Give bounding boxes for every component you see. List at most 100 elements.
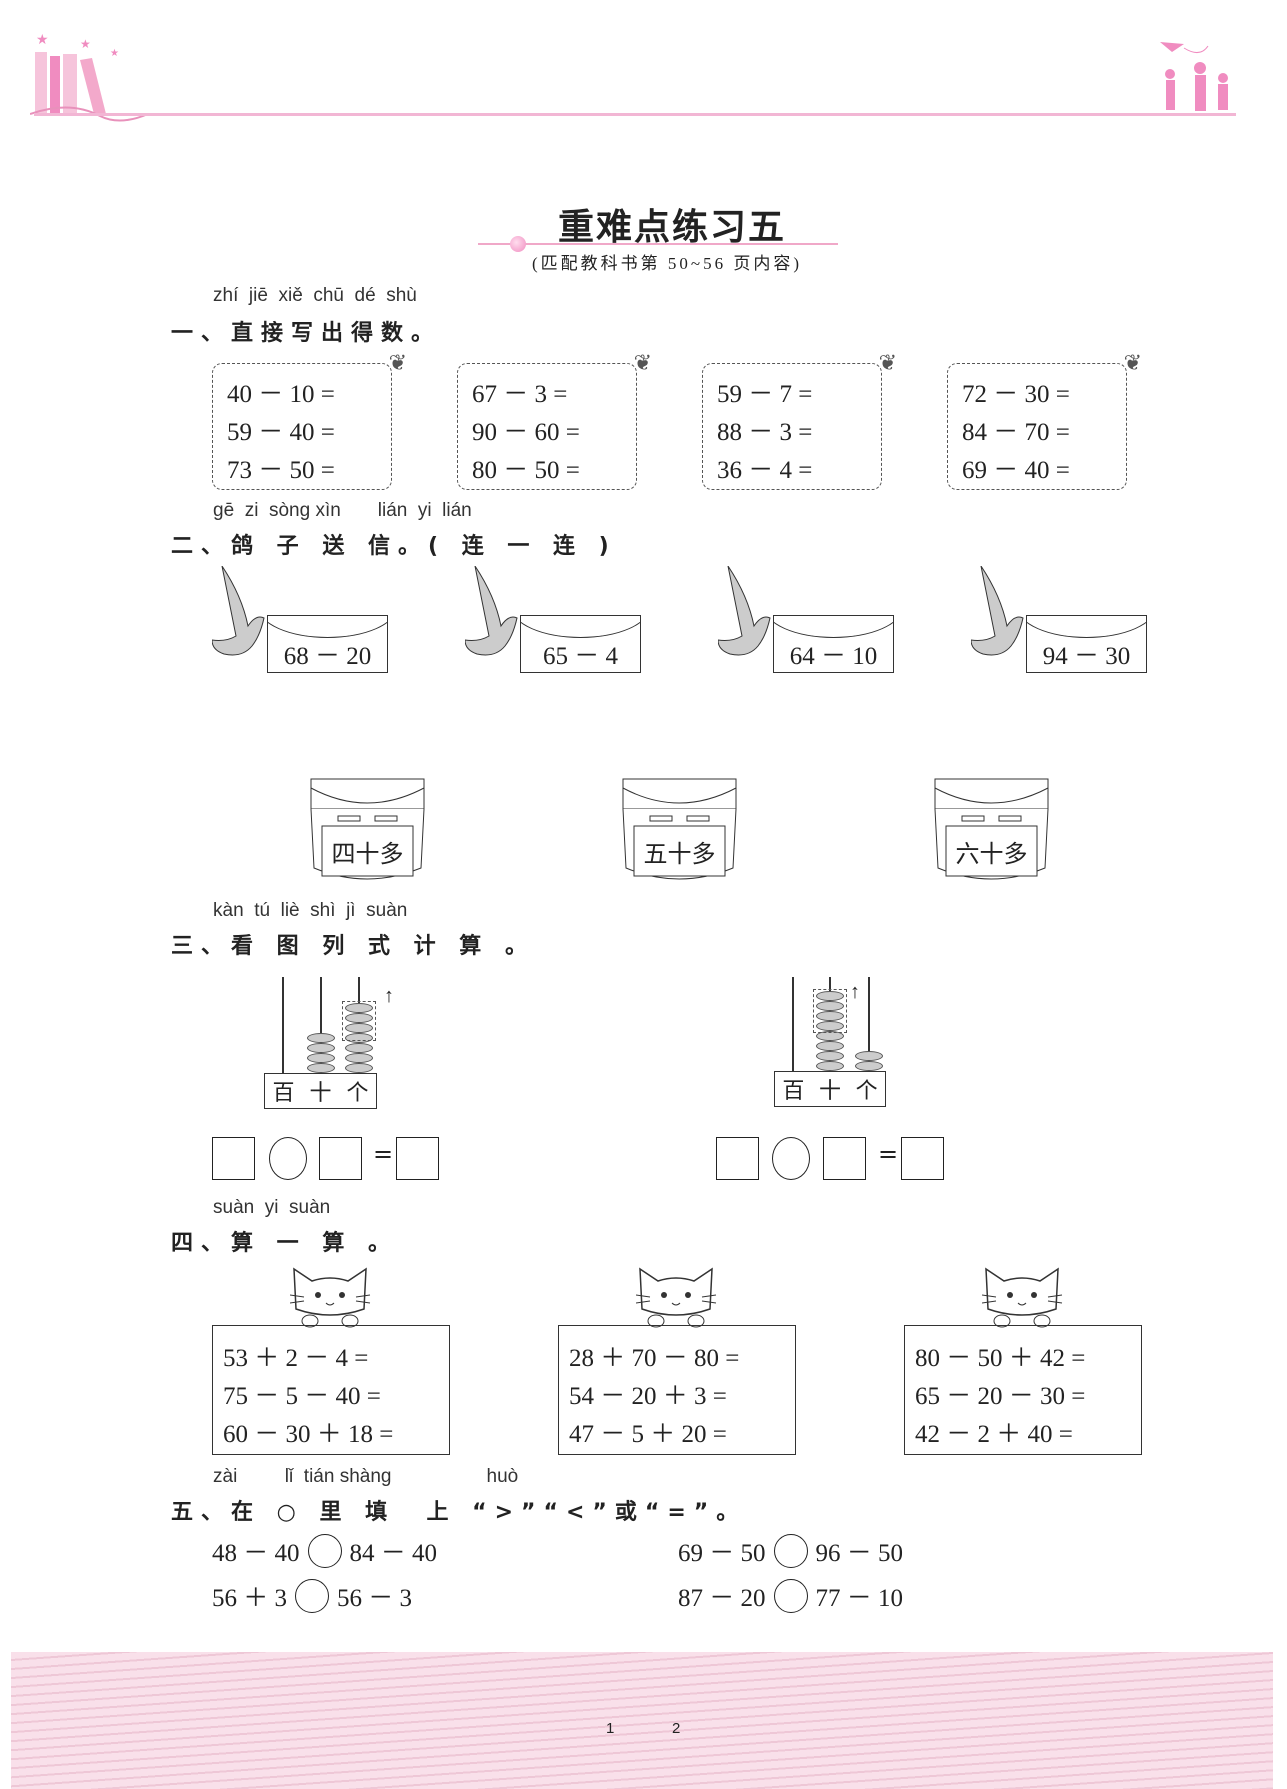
pigeon-icon [465,566,518,656]
compare-circle[interactable] [307,1534,342,1568]
s1-problem[interactable]: 36 － 4 = [717,457,813,484]
place-label: 个 [346,1080,369,1105]
cat-icon [636,1268,717,1328]
s4-problem[interactable]: 42 － 2 ＋ 40 = [915,1421,1073,1448]
title-underline [478,243,838,245]
s1-problem[interactable]: 80 － 50 = [472,457,580,484]
s4-problem[interactable]: 60 － 30 ＋ 18 = [223,1421,394,1448]
s4-problem[interactable]: 75 － 5 － 40 = [223,1383,381,1410]
s1-problem[interactable]: 72 － 30 = [962,381,1070,408]
page-subtitle: (匹配教科书第 50~56 页内容) [532,254,803,273]
envelope-label: 68 － 20 [283,643,372,670]
s4-problem[interactable]: 80 － 50 ＋ 42 = [915,1345,1086,1372]
arrow-up-icon: ↑ [384,985,394,1007]
s4-problem[interactable]: 65 － 20 － 30 = [915,1383,1086,1410]
operator-circle[interactable] [269,1137,307,1180]
answer-box[interactable] [823,1137,866,1180]
s4-problem[interactable]: 28 ＋ 70 － 80 = [569,1345,740,1372]
place-label: 十 [309,1080,332,1105]
s1-problem[interactable]: 59 － 40 = [227,419,335,446]
s1-problem[interactable]: 67 － 3 = [472,381,568,408]
answer-box[interactable] [319,1137,362,1180]
s1-problem[interactable]: 88 － 3 = [717,419,813,446]
place-label: 百 [272,1080,295,1105]
s3-heading: 三、看 图 列 式 计 算 。 [171,934,535,959]
compare-left: 48 － 40 [212,1540,300,1567]
abacus-bead [345,1013,373,1023]
s5-pinyin: zài lǐ tián shàng huò [213,1466,519,1487]
s4-problem[interactable]: 53 ＋ 2 － 4 = [223,1345,369,1372]
mailbox-label: 六十多 [955,842,1028,868]
equals-sign: = [878,1140,899,1168]
compare-left: 87 － 20 [678,1585,766,1612]
abacus-bead [307,1053,335,1063]
compare-circle[interactable] [773,1579,808,1613]
header-book-logo-icon: ★ ★ ★ [29,30,150,130]
mailbox[interactable]: 四十多 [310,778,425,886]
s1-problem[interactable]: 84 － 70 = [962,419,1070,446]
s2-heading: 二、鸽 子 送 信。( 连 一 连 ) [171,534,617,559]
answer-box[interactable] [212,1137,255,1180]
envelope[interactable]: 65 － 4 [520,615,641,673]
footer-band [11,1652,1273,1789]
abacus-left: ↑ 百十个 [264,977,394,1109]
sprout-icon: ❦ [388,350,407,375]
svg-text:★: ★ [80,37,91,51]
s4-heading: 四、算 一 算 。 [171,1231,398,1256]
answer-box[interactable] [716,1137,759,1180]
svg-text:★: ★ [110,48,119,59]
abacus-bead [345,1033,373,1043]
mailbox[interactable]: 五十多 [622,778,737,886]
cat-icon [290,1268,371,1328]
compare-right: 96 － 50 [815,1540,904,1567]
abacus-bead [345,1063,373,1073]
equals-sign: = [373,1140,394,1168]
operator-circle[interactable] [772,1137,810,1180]
mailbox[interactable]: 六十多 [934,778,1049,886]
envelope[interactable]: 68 － 20 [267,615,388,673]
s1-group-3: 59 － 7 = 88 － 3 = 36 － 4 = ❦ [702,350,897,490]
s1-group-4: 72 － 30 = 84 － 70 = 69 － 40 = ❦ [947,350,1142,490]
s4-problem[interactable]: 47 － 5 ＋ 20 = [569,1421,727,1448]
compare-right: 77 － 10 [815,1585,904,1612]
s5-heading: 五、在 ○ 里 填 上 “>”“<”或“=”。 [171,1500,747,1525]
s1-group-1: 40 － 10 = 59 － 40 = 73 － 50 = ❦ [212,350,407,490]
abacus-bead [855,1051,883,1061]
sprout-icon: ❦ [1123,350,1142,375]
s4-problem[interactable]: 54 － 20 ＋ 3 = [569,1383,727,1410]
s1-problem[interactable]: 40 － 10 = [227,381,335,408]
abacus-bead [816,1031,844,1041]
header-kids-kite-icon [1160,38,1240,118]
envelope-label: 64 － 10 [789,643,878,670]
s1-problem[interactable]: 69 － 40 = [962,457,1070,484]
envelope-label: 65 － 4 [542,643,618,670]
page-title: 重难点练习五 [557,207,786,247]
page-number-left: 1 [606,1720,615,1737]
envelope-label: 94 － 30 [1042,643,1131,670]
abacus-bead [816,1021,844,1031]
mailbox-icon [934,778,1049,880]
s1-problem[interactable]: 73 － 50 = [227,457,335,484]
pigeon-icon [212,566,265,656]
s4-pinyin: suàn yi suàn [213,1197,331,1218]
compare-circle[interactable] [295,1579,330,1613]
s1-problem[interactable]: 59 － 7 = [717,381,813,408]
s1-group-2: 67 － 3 =90 － 60 =80 － 50 = ❦ [457,350,652,490]
abacus-bead [816,1041,844,1051]
svg-text:★: ★ [36,33,49,48]
envelope[interactable]: 94 － 30 [1026,615,1147,673]
arrow-up-icon: ↑ [850,981,860,1003]
abacus-bead [816,1001,844,1011]
compare-circle[interactable] [773,1534,808,1568]
place-label: 十 [818,1078,841,1103]
mailbox-icon [310,778,425,880]
answer-box[interactable] [396,1137,439,1180]
header-line [34,113,1236,116]
mailbox-label: 四十多 [331,842,404,868]
sprout-icon: ❦ [878,350,897,375]
answer-box[interactable] [901,1137,944,1180]
s1-problem[interactable]: 90 － 60 = [472,419,580,446]
envelope[interactable]: 64 － 10 [773,615,894,673]
